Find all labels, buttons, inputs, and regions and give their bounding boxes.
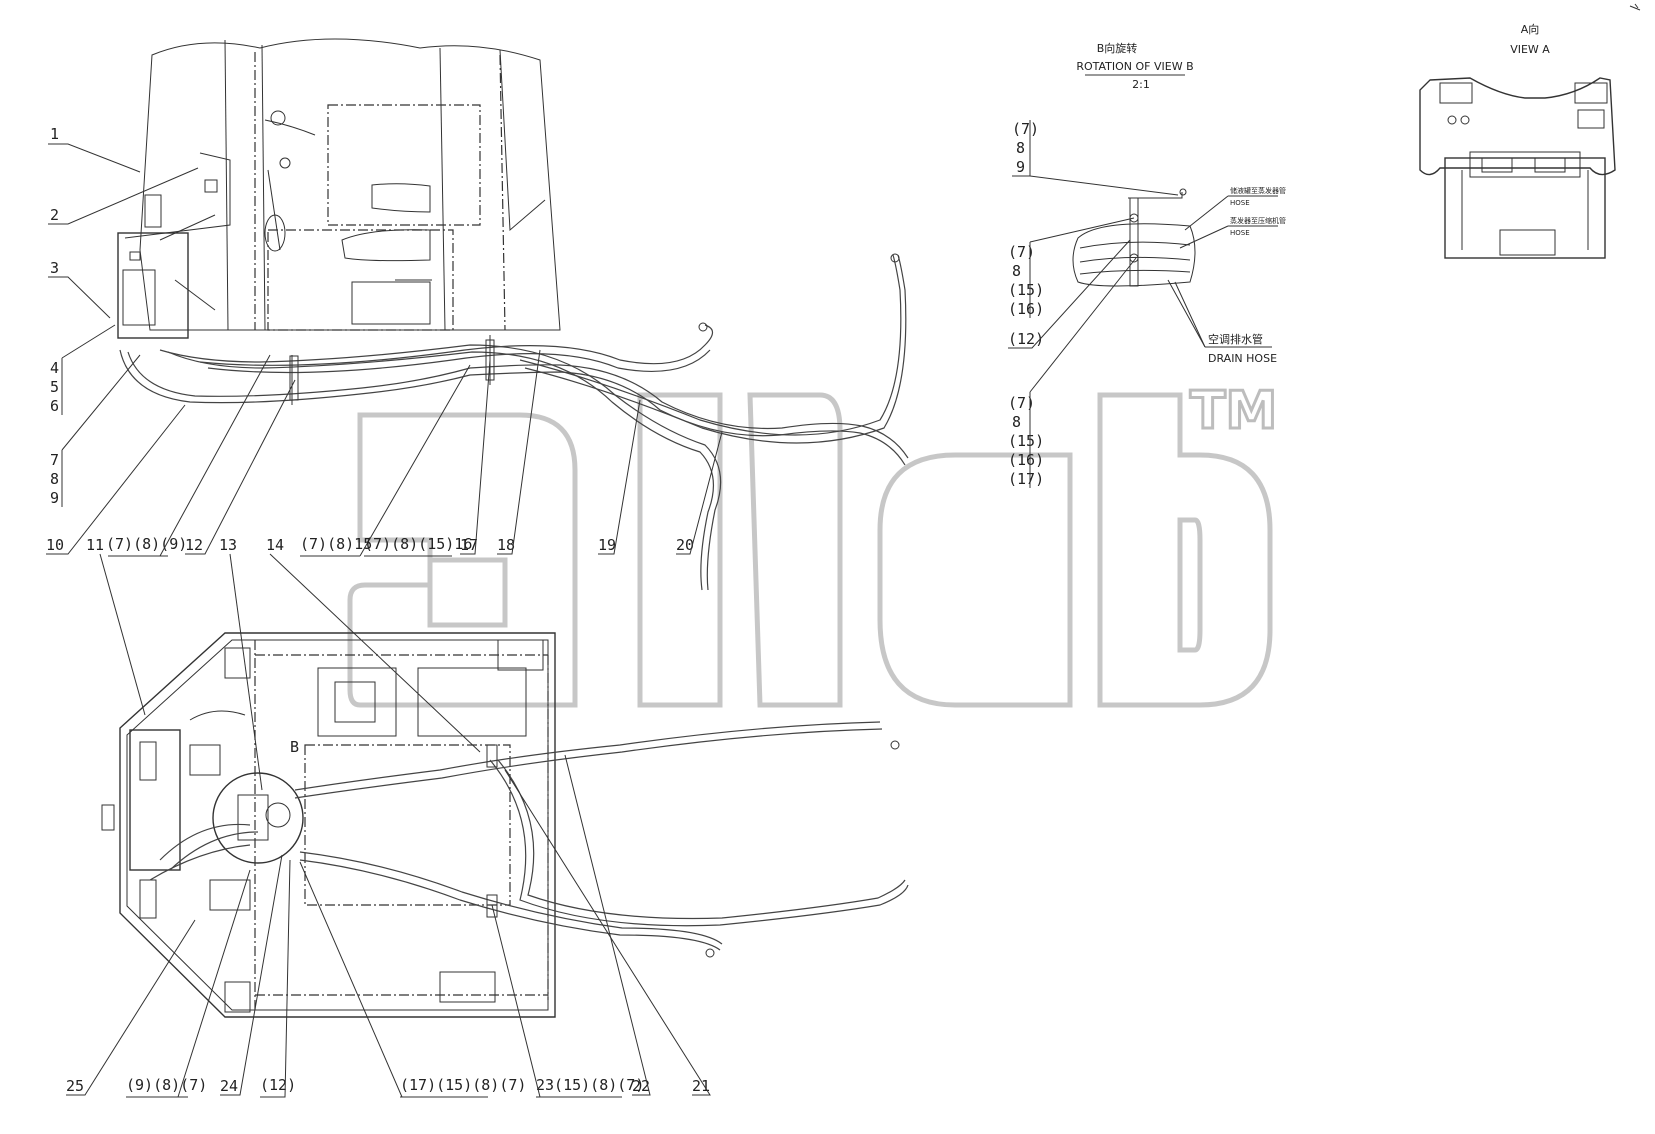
callout-23-15-8-7: 23(15)(8)(7) xyxy=(536,1076,644,1094)
callout-b-8b: 8 xyxy=(1012,262,1021,280)
view-a-title-en: VIEW A xyxy=(1510,43,1550,56)
cab-side-view xyxy=(117,38,909,591)
cab-plan-view: B xyxy=(101,632,909,1018)
callout-b-8a: 8 xyxy=(1016,139,1025,157)
callout-18: 18 xyxy=(497,536,515,554)
callout-20: 20 xyxy=(676,536,694,554)
callout-1: 1 xyxy=(50,125,59,143)
callout-25: 25 xyxy=(66,1077,84,1095)
callout-12-bottom: (12) xyxy=(260,1076,296,1094)
callout-9: 9 xyxy=(50,489,59,507)
callout-9-8-7: (9)(8)(7) xyxy=(126,1076,207,1094)
callout-14: 14 xyxy=(266,536,284,554)
callout-b-15c: (15) xyxy=(1008,432,1044,450)
callout-21: 21 xyxy=(692,1077,710,1095)
callout-17-15-8-7: (17)(15)(8)(7) xyxy=(400,1076,526,1094)
view-b-hose2-en: HOSE xyxy=(1230,229,1250,237)
callout-b-9a: 9 xyxy=(1016,158,1025,176)
view-b-hose1-en: HOSE xyxy=(1230,199,1250,207)
view-b-single: (12) xyxy=(1008,239,1131,349)
callout-22: 22 xyxy=(632,1077,650,1095)
callout-b-17c: (17) xyxy=(1008,470,1044,488)
callout-19: 19 xyxy=(598,536,616,554)
view-b-marker: B xyxy=(290,738,299,756)
callout-7-8-15: (7)(8)15 xyxy=(300,535,372,553)
view-b-stack-top: (7) 8 9 xyxy=(1012,120,1179,196)
callout-b-12: (12) xyxy=(1008,330,1044,348)
view-b-scale: 2:1 xyxy=(1132,78,1150,91)
callout-7: 7 xyxy=(50,451,59,469)
callout-b-16b: (16) xyxy=(1008,300,1044,318)
view-a-detail: A向 VIEW A xyxy=(1419,3,1641,259)
callout-11: 11 xyxy=(86,536,104,554)
drain-hose-label-cn: 空调排水管 xyxy=(1208,332,1263,346)
callout-b-7a: (7) xyxy=(1012,120,1039,138)
callout-5: 5 xyxy=(50,378,59,396)
view-b-stack-low: (7) 8 (15) (16) (17) xyxy=(1008,257,1137,488)
callout-6: 6 xyxy=(50,397,59,415)
callout-b-7c: (7) xyxy=(1008,394,1035,412)
callout-b-7b: (7) xyxy=(1008,243,1035,261)
callout-10: 10 xyxy=(46,536,64,554)
view-b-stack-mid: (7) 8 (15) (16) xyxy=(1008,217,1135,318)
callout-17: 17 xyxy=(460,536,478,554)
callouts-plan-view: 25 (9)(8)(7) 24 (12) (17)(15)(8)(7) 23(1… xyxy=(66,754,711,1098)
view-a-title-cn: A向 xyxy=(1521,22,1540,36)
callout-7-8-9: (7)(8)(9) xyxy=(106,535,187,553)
view-b-hose1-cn: 储液罐至蒸发器管 xyxy=(1230,186,1286,195)
callouts-side-view: 1 2 3 4 5 6 7 8 9 10 11 (7)(8)(9) 12 13 … xyxy=(46,125,723,791)
callout-2: 2 xyxy=(50,206,59,224)
callout-8: 8 xyxy=(50,470,59,488)
drain-hose-label-en: DRAIN HOSE xyxy=(1208,352,1277,365)
view-b-title-en: ROTATION OF VIEW B xyxy=(1076,60,1193,73)
view-b-hose2-cn: 蒸发器至压缩机管 xyxy=(1230,216,1286,225)
callout-4: 4 xyxy=(50,359,59,377)
callout-b-15b: (15) xyxy=(1008,281,1044,299)
callout-12: 12 xyxy=(185,536,203,554)
view-b-detail: B向旋转 ROTATION OF VIEW B 2:1 储液罐至蒸发器管 HOS… xyxy=(1008,41,1286,488)
callout-24: 24 xyxy=(220,1077,238,1095)
callout-b-8c: 8 xyxy=(1012,413,1021,431)
trademark-mark: TM xyxy=(1190,381,1277,441)
callout-7-8-15-16: (7)(8)(15)16 xyxy=(364,535,472,553)
callout-b-16c: (16) xyxy=(1008,451,1044,469)
callout-3: 3 xyxy=(50,259,59,277)
watermark-logo: TM xyxy=(347,380,1279,708)
view-b-title-cn: B向旋转 xyxy=(1097,41,1138,55)
callout-13: 13 xyxy=(219,536,237,554)
